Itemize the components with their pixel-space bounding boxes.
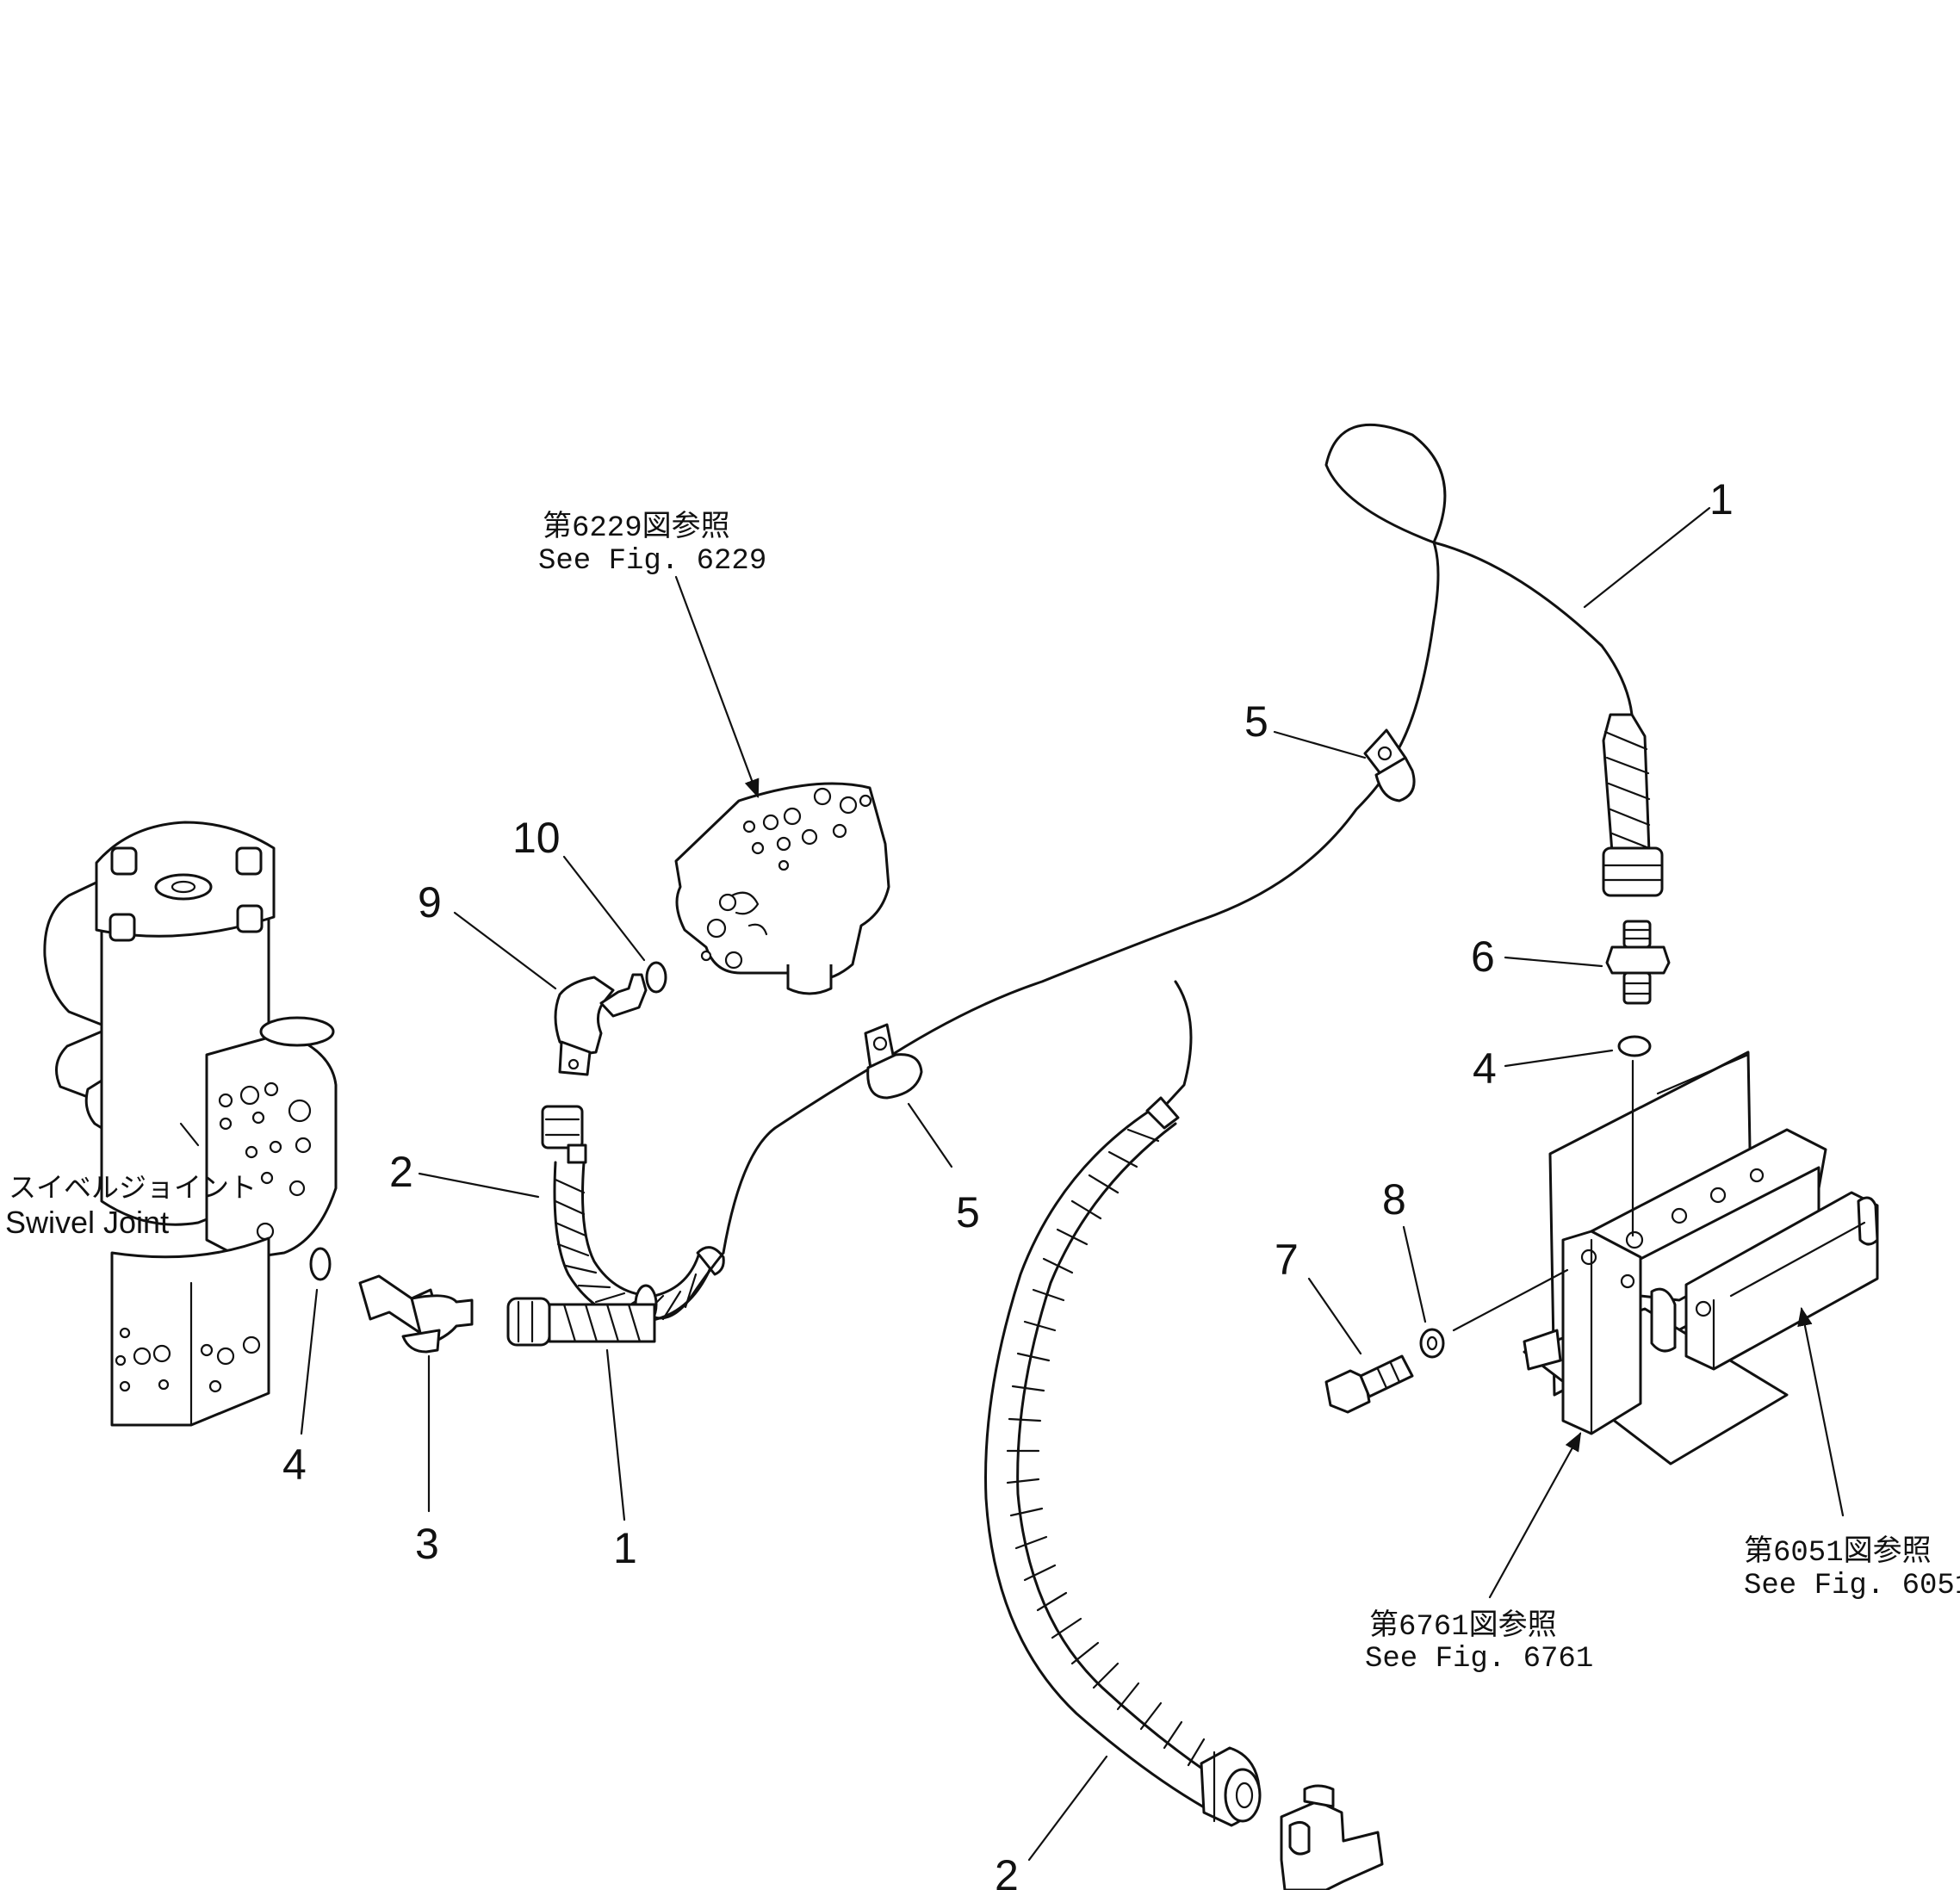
part-number-4-right: 4 xyxy=(1473,1044,1497,1093)
bolt-7 xyxy=(1324,1354,1414,1414)
part-number-2-lower: 2 xyxy=(995,1851,1019,1890)
ref-6051-jp: 第6051図参照 xyxy=(1744,1534,1932,1570)
adapter-fitting-6 xyxy=(1605,920,1671,1005)
swivel-joint-label-en: Swivel Joint xyxy=(5,1205,169,1240)
ref-6229-en: See Fig. 6229 xyxy=(538,545,766,578)
o-ring-10 xyxy=(645,961,667,994)
ref-6051-en: See Fig. 6051 xyxy=(1744,1570,1960,1602)
elbow-fitting-9 xyxy=(554,973,648,1076)
clamp-5-lower xyxy=(864,1023,923,1100)
part-number-4-left: 4 xyxy=(282,1441,307,1489)
tee-fitting xyxy=(1280,1784,1384,1890)
part-number-5-upper: 5 xyxy=(1244,697,1268,746)
part-number-6: 6 xyxy=(1471,933,1495,981)
part-number-5-lower: 5 xyxy=(956,1188,980,1236)
swivel-joint xyxy=(43,821,338,1427)
ref-6761-jp: 第6761図参照 xyxy=(1369,1608,1557,1644)
part-number-1-lower: 1 xyxy=(613,1524,637,1572)
clamp-5-upper xyxy=(1363,728,1416,802)
ref-6761-en: See Fig. 6761 xyxy=(1365,1643,1593,1676)
solenoid-valve-block xyxy=(1523,1050,1879,1466)
elbow-fitting-3 xyxy=(358,1274,474,1354)
hose-1-left xyxy=(506,1251,725,1347)
harness-wire xyxy=(722,756,1395,1255)
part-number-9: 9 xyxy=(418,878,442,926)
o-ring-4-right xyxy=(1617,1035,1652,1057)
hose-1-right xyxy=(1602,713,1664,897)
part-number-8: 8 xyxy=(1382,1175,1406,1224)
part-number-7: 7 xyxy=(1275,1236,1299,1284)
part-number-10: 10 xyxy=(512,814,561,862)
o-ring-4-left xyxy=(309,1247,332,1281)
control-valve-6229 xyxy=(674,782,890,995)
washer-8 xyxy=(1419,1328,1445,1359)
hose-2-lower xyxy=(984,980,1262,1827)
part-number-3: 3 xyxy=(415,1520,439,1568)
swivel-joint-label-jp: スイベルジョイント xyxy=(9,1172,257,1203)
ref-6229-jp: 第6229図参照 xyxy=(543,510,730,545)
part-number-1-upper: 1 xyxy=(1709,475,1734,524)
part-number-2-upper: 2 xyxy=(389,1148,413,1196)
